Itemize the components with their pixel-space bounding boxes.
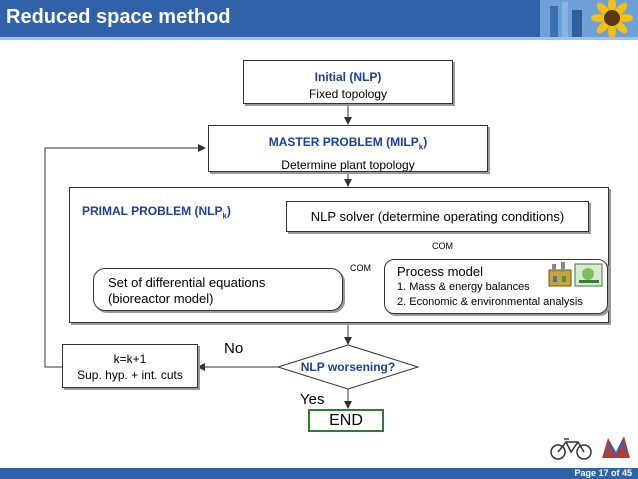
nlp-solver-box: NLP solver (determine operating conditio… [286,201,589,232]
decision-diamond [276,344,420,390]
process-model-title: Process model [397,264,483,279]
diff-eq-line1: Set of differential equations [108,275,266,290]
com-label-top: COM [432,241,453,251]
process-plant-icons [548,262,604,288]
initial-title: Initial (NLP) [314,70,382,84]
header-bar: Reduced space method [0,0,638,37]
yes-label: Yes [300,391,325,408]
feedback-loop [44,144,206,368]
primal-label: PRIMAL PROBLEM (NLPk) [82,204,231,221]
slide-title: Reduced space method [6,6,231,28]
initial-nlp-box: Initial (NLP) Fixed topology [243,60,453,104]
initial-subtitle: Fixed topology [308,87,388,101]
master-subtitle: Determine plant topology [281,158,415,173]
bicycle-icon [548,436,594,460]
diff-eq-line2: (bioreactor model) [108,291,214,306]
environment-icon [574,263,603,287]
end-box: END [308,409,384,432]
university-logo [598,432,634,464]
process-model-item1: 1. Mass & energy balances [397,281,530,293]
process-model-item2: 2. Economic & environmental analysis [397,296,583,308]
iteration-line2: Sup. hyp. + int. cuts [77,368,183,382]
nlp-solver-label: NLP solver (determine operating conditio… [310,209,565,224]
footer-bar: Page 17 of 45 [0,468,638,479]
com-label-left: COM [350,263,371,273]
iteration-line1: k=k+1 [113,352,147,366]
no-label: No [224,340,244,357]
master-title: MASTER PROBLEM (MILPk) [268,135,428,152]
master-problem-box: MASTER PROBLEM (MILPk) Determine plant t… [208,125,488,172]
header-underline [0,37,638,40]
end-label: END [329,412,363,429]
iteration-box: k=k+1 Sup. hyp. + int. cuts [62,344,198,388]
decision-label: NLP worsening? [300,360,396,374]
sunflower-image [540,0,638,37]
differential-equations-box: Set of differential equations (bioreacto… [93,268,343,311]
factory-icon [548,262,572,287]
page-number: Page 17 of 45 [574,468,632,478]
